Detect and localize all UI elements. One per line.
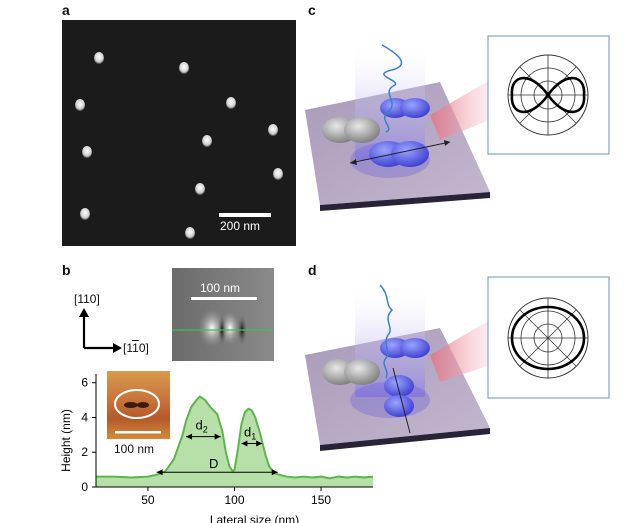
panel-label-b: b xyxy=(62,262,71,278)
sem-particles xyxy=(75,52,283,239)
d2-arrow-head xyxy=(214,433,221,440)
x-axis-label: Lateral size (nm) xyxy=(210,513,299,523)
nanoparticle xyxy=(273,168,283,180)
schematic-c xyxy=(305,40,490,211)
d1-arrow-head xyxy=(256,440,263,447)
schematics xyxy=(305,35,610,451)
nanoparticle xyxy=(94,52,104,64)
panel-label-d: d xyxy=(308,262,317,278)
d1-arrow-head xyxy=(241,440,248,447)
nanoparticle xyxy=(202,135,212,147)
scale-bar-label: 200 nm xyxy=(220,219,261,233)
D-label: D xyxy=(209,456,218,471)
polar-plot-d xyxy=(487,276,610,399)
axis-label-1-10: [110] xyxy=(123,341,149,355)
D-arrow-head xyxy=(156,469,163,476)
x-tick-label: 150 xyxy=(311,493,331,507)
d2-arrow-head xyxy=(186,433,193,440)
y-axis-label: Height (nm) xyxy=(59,409,73,472)
nanoparticle xyxy=(179,62,189,74)
color-inset-scale-label: 100 nm xyxy=(114,442,155,456)
nanoparticle xyxy=(226,97,236,109)
scale-bar xyxy=(219,213,271,217)
nanoparticle xyxy=(80,208,90,220)
crystal-axes-icon xyxy=(79,308,122,353)
nanoparticle xyxy=(195,183,205,195)
sem-image: 200 nm xyxy=(62,20,296,246)
y-tick-label: 4 xyxy=(81,410,88,424)
afm-color-inset xyxy=(107,371,170,439)
y-tick-label: 0 xyxy=(81,480,88,494)
profile-line xyxy=(96,395,374,480)
nanoparticle xyxy=(75,99,85,111)
panel-label-a: a xyxy=(62,2,70,18)
afm-height-image: 100 nm xyxy=(172,268,274,361)
nanoparticle xyxy=(82,146,92,158)
D-arrow-head xyxy=(271,469,278,476)
schematic-d xyxy=(305,282,490,451)
axis-label-110: [110] xyxy=(74,292,100,306)
nanoparticle xyxy=(268,124,278,136)
y-tick-label: 6 xyxy=(81,376,88,390)
y-tick-label: 2 xyxy=(81,445,88,459)
x-tick-label: 100 xyxy=(224,493,244,507)
x-tick-label: 50 xyxy=(141,493,155,507)
afm-scale-label: 100 nm xyxy=(200,281,241,295)
panel-label-c: c xyxy=(308,2,316,18)
polar-plot-c xyxy=(487,35,610,155)
nanoparticle xyxy=(185,227,195,239)
